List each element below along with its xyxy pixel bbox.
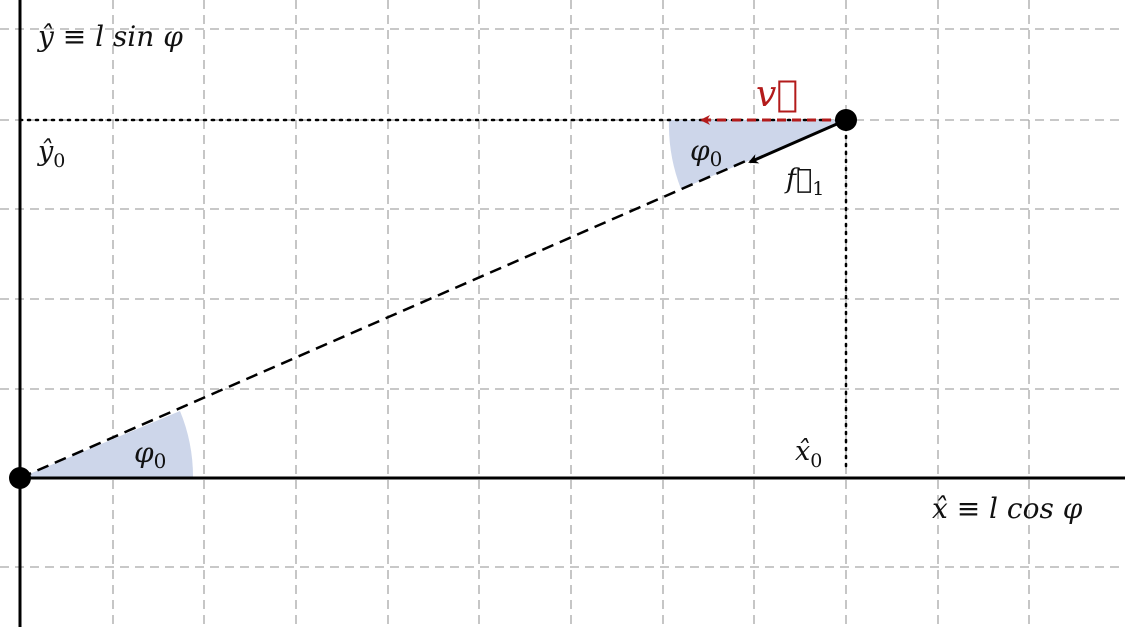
mass-point [835, 109, 857, 131]
angle-wedge-origin [20, 411, 194, 478]
phi0-point-label: φ0 [690, 134, 722, 171]
pendulum-rod [19, 158, 749, 480]
force-vector [748, 118, 847, 164]
x-axis-label: x̂ ≡ l cos φ [932, 492, 1083, 525]
origin-point [9, 467, 31, 489]
y-axis-label: ŷ ≡ l sin φ [36, 20, 183, 53]
y0-label: ŷ0 [37, 136, 65, 172]
velocity-label: v⃗ [756, 74, 798, 115]
force-label: f⃗1 [784, 164, 824, 200]
phi0-origin-label: φ0 [134, 436, 166, 473]
x0-label: x̂0 [795, 436, 822, 472]
